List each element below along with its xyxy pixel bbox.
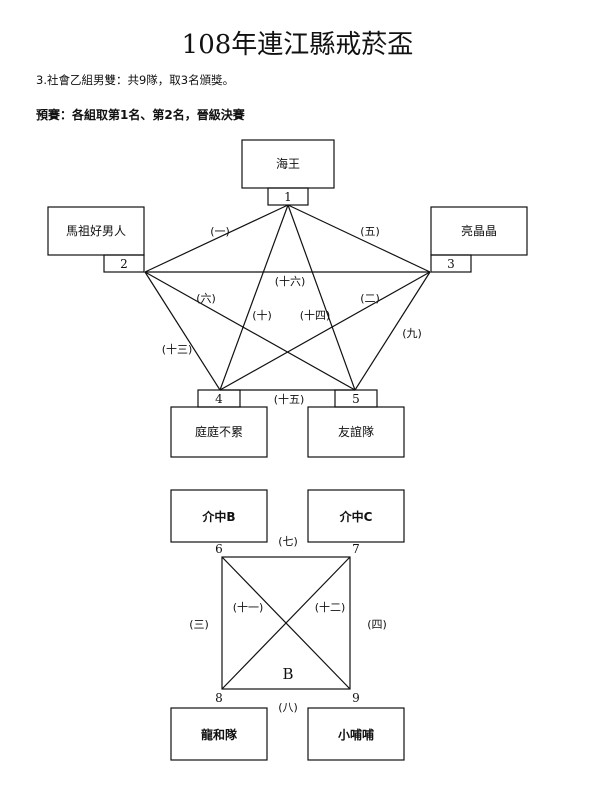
match-label-6: (六) xyxy=(196,292,216,305)
team-box-4 xyxy=(170,406,268,458)
edge-1-4 xyxy=(219,204,289,391)
team-name-9: 小哺哺 xyxy=(338,727,374,742)
edge-1-5 xyxy=(287,204,356,391)
match-label-7: (七) xyxy=(278,535,298,548)
team-box-2 xyxy=(47,206,145,256)
edge-7-8 xyxy=(221,556,351,690)
seed-number-6: 6 xyxy=(215,542,223,556)
edge-2-5 xyxy=(144,271,356,391)
team-name-7: 介中C xyxy=(339,509,373,524)
seed-box-1 xyxy=(267,187,309,206)
seed-number-2: 2 xyxy=(120,257,128,271)
seed-number-1: 1 xyxy=(284,190,292,204)
match-label-15: (十五) xyxy=(274,392,305,406)
team-name-4: 庭庭不累 xyxy=(195,424,243,439)
team-box-6 xyxy=(170,489,268,543)
edge-3-5 xyxy=(354,271,431,391)
seed-number-3: 3 xyxy=(447,257,455,271)
team-name-5: 友誼隊 xyxy=(338,424,374,439)
seed-number-7: 7 xyxy=(352,542,360,556)
team-name-3: 亮晶晶 xyxy=(461,223,497,238)
edge-2-4 xyxy=(144,271,221,391)
team-box-9 xyxy=(307,707,405,761)
seed-number-8: 8 xyxy=(215,691,223,705)
seed-number-4: 4 xyxy=(215,392,223,406)
team-name-6: 介中B xyxy=(201,509,235,524)
match-label-3: (三) xyxy=(189,618,209,631)
edge-1-2 xyxy=(144,204,289,273)
match-label-14: (十四) xyxy=(300,308,331,322)
team-box-3 xyxy=(430,206,528,256)
match-label-12: (十二) xyxy=(315,600,346,614)
seed-number-9: 9 xyxy=(352,691,360,705)
edge-3-4 xyxy=(219,271,431,391)
team-box-8 xyxy=(170,707,268,761)
team-box-5 xyxy=(307,406,405,458)
group-label: B xyxy=(282,665,293,683)
team-name-1: 海王 xyxy=(276,156,300,171)
match-label-11: (十一) xyxy=(233,600,264,614)
match-label-10: (十) xyxy=(252,308,272,322)
match-label-1: (一) xyxy=(210,225,230,238)
seed-number-5: 5 xyxy=(352,392,360,406)
match-label-2: (二) xyxy=(360,292,380,305)
seed-box-2 xyxy=(103,254,145,273)
match-label-16: (十六) xyxy=(275,274,306,288)
seed-box-3 xyxy=(430,254,472,273)
edge-1-3 xyxy=(287,204,431,273)
team-box-7 xyxy=(307,489,405,543)
preliminary-rule: 預賽：各組取第1名、第2名，晉級決賽 xyxy=(36,108,245,122)
match-label-13: (十三) xyxy=(162,342,193,356)
team-name-8: 龍和隊 xyxy=(201,727,238,742)
match-label-4: (四) xyxy=(367,618,387,631)
team-name-2: 馬祖好男人 xyxy=(66,223,126,238)
match-label-5: (五) xyxy=(360,225,380,238)
division-info: 3.社會乙組男雙：共9隊，取3名頒獎。 xyxy=(36,73,235,87)
group-b-square xyxy=(221,556,351,690)
page-title: 108年連江縣戒菸盃 xyxy=(181,30,414,60)
match-label-9: (九) xyxy=(402,327,422,340)
match-label-8: (八) xyxy=(278,701,298,714)
